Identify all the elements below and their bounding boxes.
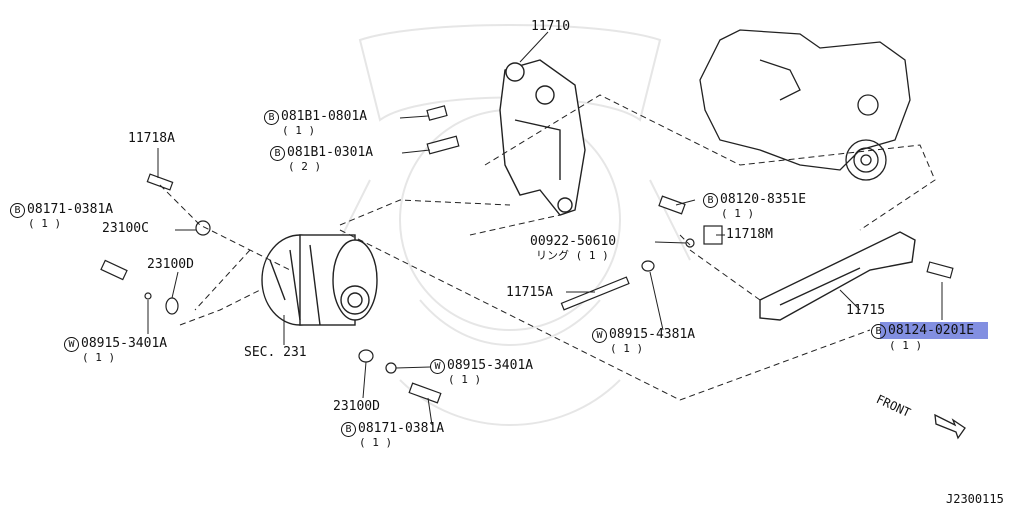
qty-08171-0381a-bottom: ( 1 ) — [359, 436, 393, 449]
qty-081b1-0801a: ( 1 ) — [282, 124, 316, 137]
label-11718a: 11718A — [128, 131, 175, 146]
label-11715: 11715 — [846, 303, 886, 318]
bolt-badge-icon: B — [871, 324, 886, 339]
qty-081b1-0301a: ( 2 ) — [288, 160, 322, 173]
qty-08915-3401a-right: ( 1 ) — [448, 373, 482, 386]
washer-badge-icon: W — [430, 359, 445, 374]
label-00922-50610: 00922-50610 — [530, 234, 617, 249]
label-23100c: 23100C — [102, 221, 149, 236]
alternator — [261, 234, 378, 326]
label-23100d-top: 23100D — [147, 257, 194, 272]
label-23100d-bottom: 23100D — [333, 399, 380, 414]
front-arrow-icon — [934, 413, 966, 440]
qty-08915-3401a-left: ( 1 ) — [82, 351, 116, 364]
washer-badge-icon: W — [592, 328, 607, 343]
leader-lines — [147, 31, 943, 426]
label-11710: 11710 — [531, 19, 571, 34]
highlight-box — [880, 322, 988, 339]
bolt-badge-icon: B — [341, 422, 356, 437]
label-11718m: 11718M — [726, 227, 773, 242]
qty-08120-8351e: ( 1 ) — [721, 207, 755, 220]
label-sec231: SEC. 231 — [244, 345, 307, 360]
washer-badge-icon: W — [64, 337, 79, 352]
sub-00922-50610: リング ( 1 ) — [536, 249, 609, 262]
small-parts — [100, 105, 954, 404]
qty-08124-0201e: ( 1 ) — [889, 339, 923, 352]
bracket-11710 — [499, 59, 586, 216]
engine-block — [699, 29, 911, 181]
bolt-badge-icon: B — [264, 110, 279, 125]
diagram-id: J2300115 — [946, 492, 1004, 506]
qty-08171-0381a-left: ( 1 ) — [28, 217, 62, 230]
bolt-badge-icon: B — [703, 193, 718, 208]
adjust-bar-11715 — [759, 231, 916, 321]
label-11715a: 11715A — [506, 285, 553, 300]
bolt-badge-icon: B — [270, 146, 285, 161]
assembly-lines — [159, 94, 936, 401]
bolt-badge-icon: B — [10, 203, 25, 218]
qty-08915-4381a: ( 1 ) — [610, 342, 644, 355]
